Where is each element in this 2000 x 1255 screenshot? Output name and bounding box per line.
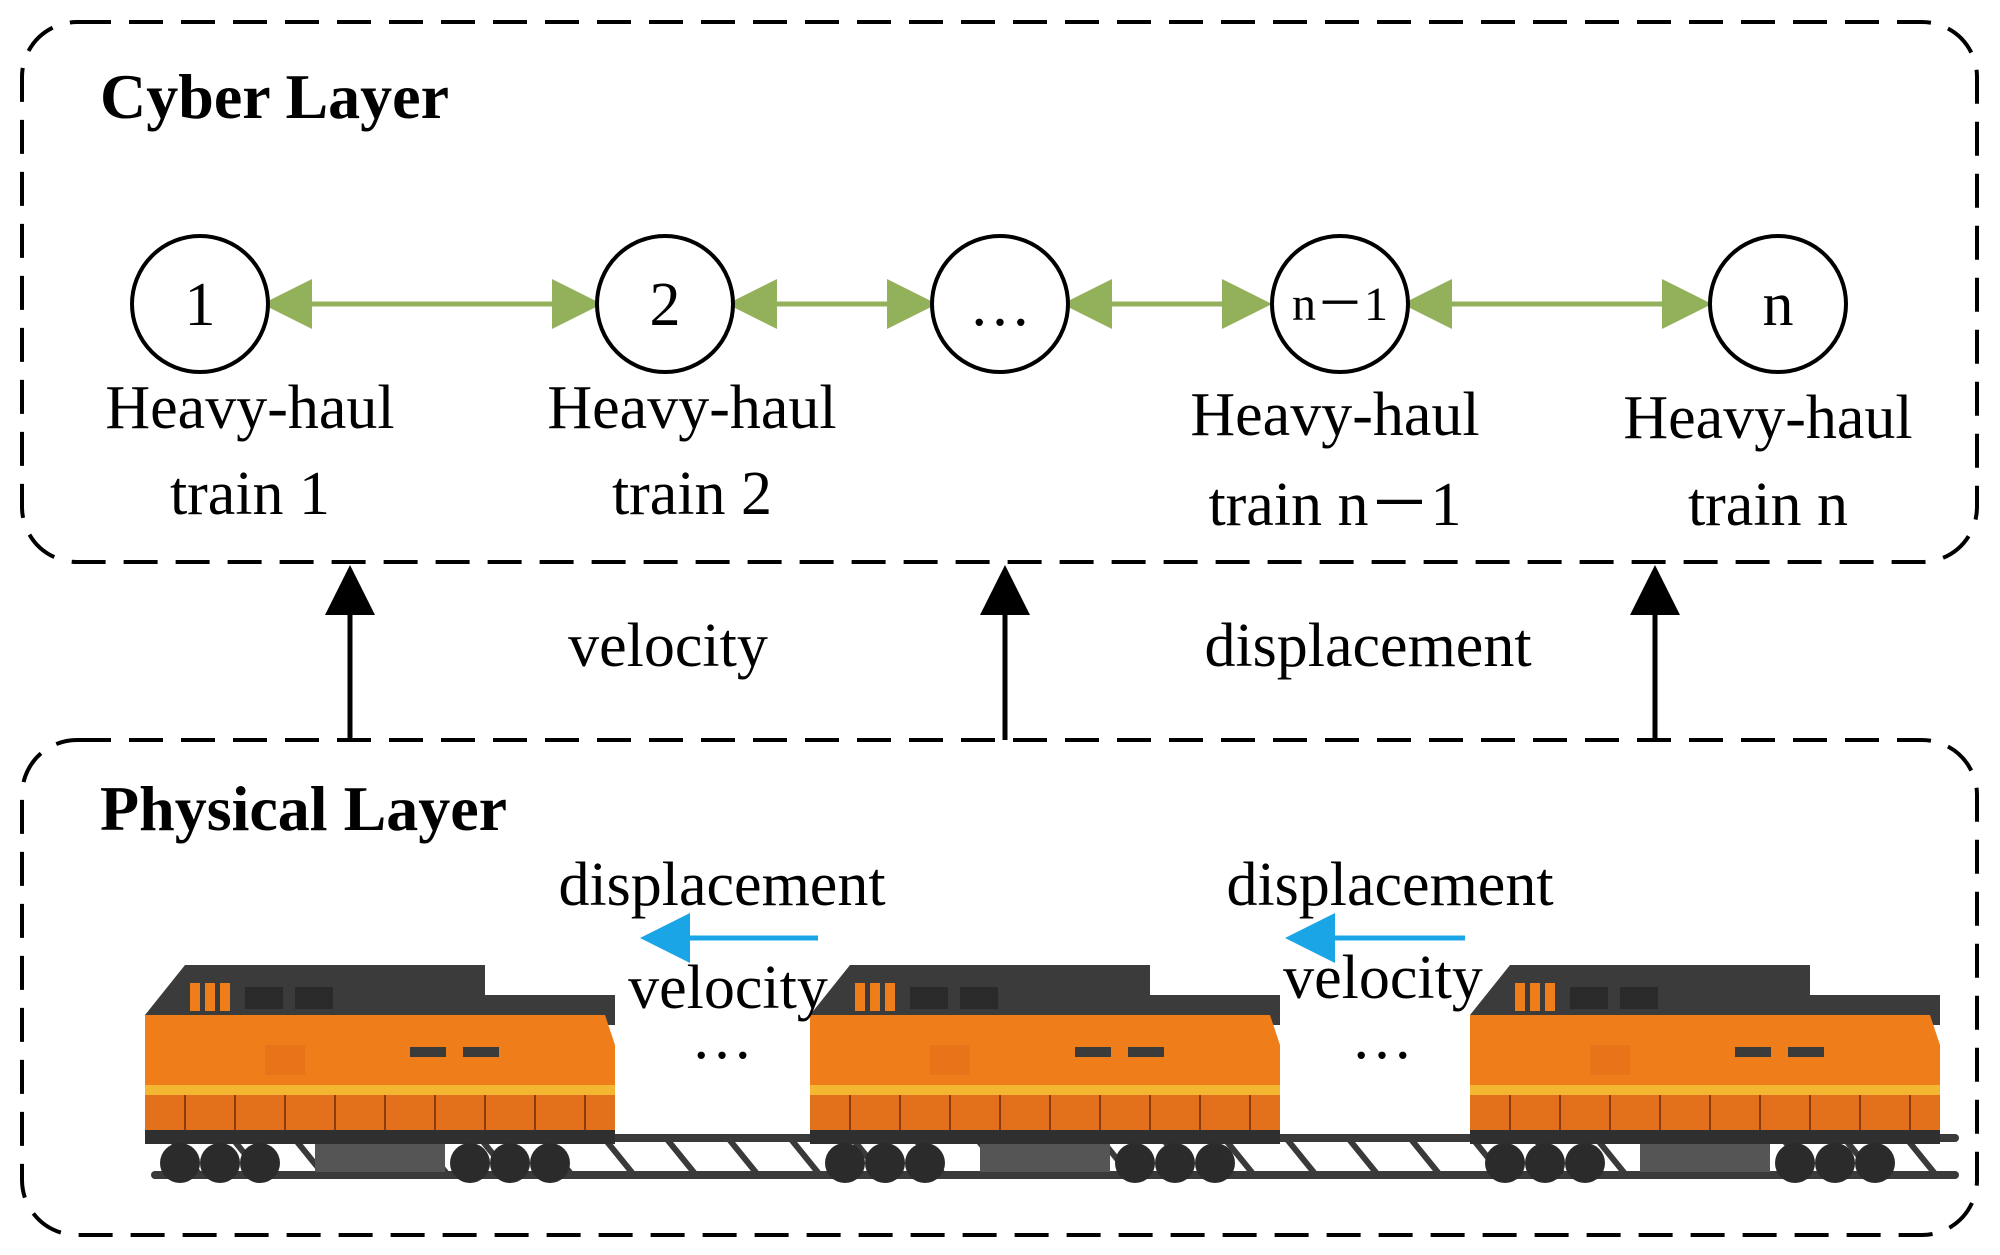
node-caption-line1: Heavy-haul [1190,381,1479,449]
gap-1-annotations: displacement velocity … [558,851,885,1072]
node-caption-line2: train 1 [170,460,330,528]
rail-tie [1221,1136,1257,1177]
node-symbol: 1 [185,271,216,339]
train-3 [1469,964,1941,1184]
node-circle [595,234,735,374]
rail-tie [1593,1136,1629,1177]
node-symbol: n－1 [1292,278,1388,331]
train-2 [809,964,1281,1184]
node-circle [930,234,1070,374]
rail-tie [601,1136,637,1177]
node-caption-line1: Heavy-haul [105,374,394,442]
node-caption-line1: Heavy-haul [547,374,836,442]
rail-tie [1283,1136,1319,1177]
node-caption-line2: train n [1688,471,1848,539]
train-1 [144,964,616,1184]
rail-tie [725,1136,761,1177]
gap-label-displacement: displacement [1226,851,1553,919]
gap-2-annotations: displacement velocity … [1226,851,1553,1072]
node-symbol: n [1763,271,1794,339]
cyber-node-n: n Heavy-haul train n [1623,234,1913,539]
rail-tie [663,1136,699,1177]
cyber-node-ellipsis: … [930,234,1070,374]
cyber-node-n-minus-1: n－1 Heavy-haul train n－1 [1190,234,1480,539]
cyber-node-1: 1 Heavy-haul train 1 [105,234,395,528]
rail-tie [1407,1136,1443,1177]
layer-uplinks [325,565,1680,740]
uplink-label-velocity: velocity [568,612,768,680]
node-caption-line2: train 2 [612,460,772,528]
physical-layer-box [20,738,1979,1237]
gap-label-velocity: velocity [1283,944,1483,1012]
node-circle [130,234,270,374]
rail-tie [1903,1136,1939,1177]
node-caption-line2: train n－1 [1208,471,1461,539]
cyber-layer-title: Cyber Layer [100,61,449,132]
uplink-label-displacement: displacement [1204,612,1531,680]
node-circle [1270,234,1410,374]
node-symbol: … [969,271,1031,339]
gap-label-velocity: velocity [628,954,828,1022]
node-circle [1708,234,1848,374]
physical-layer-title: Physical Layer [100,773,507,844]
gap-ellipsis: … [691,1004,753,1072]
node-caption-line1: Heavy-haul [1623,384,1912,452]
rail-tie [787,1136,823,1177]
cyber-node-2: 2 Heavy-haul train 2 [547,234,837,528]
rail-tie [1345,1136,1381,1177]
gap-label-displacement: displacement [558,851,885,919]
gap-ellipsis: … [1351,1004,1413,1072]
cyber-layer-box [20,20,1979,564]
node-symbol: 2 [650,271,681,339]
